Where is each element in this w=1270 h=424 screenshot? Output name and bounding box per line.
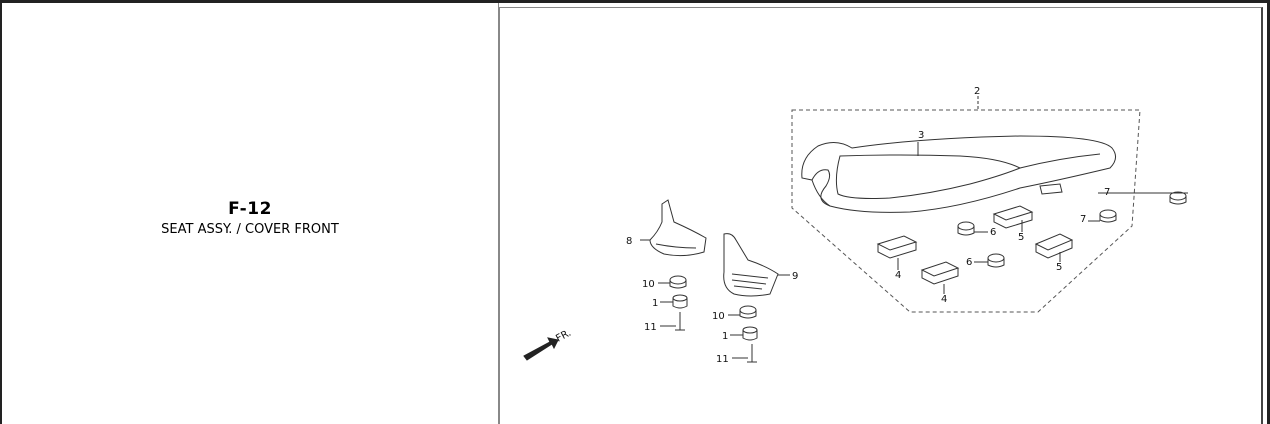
callout-1-b: 1 <box>722 331 728 342</box>
washer-10-b <box>728 305 757 319</box>
bolt-11-b <box>732 344 757 363</box>
callout-10-b: 10 <box>712 311 725 322</box>
front-direction-arrow <box>523 337 559 361</box>
figure-info-panel: F-12 SEAT ASSY. / COVER FRONT <box>2 3 499 424</box>
callout-8: 8 <box>626 236 632 247</box>
cover-9 <box>723 233 790 297</box>
front-indicator-label: FR. <box>554 328 573 345</box>
callout-6-a: 6 <box>990 227 996 238</box>
bracket-8 <box>640 199 707 257</box>
block-5-b <box>1034 233 1074 262</box>
callout-4-b: 4 <box>941 294 947 305</box>
cushion-6-b <box>974 253 1005 268</box>
callout-7-b: 7 <box>1080 214 1086 225</box>
bolt-11-a <box>660 312 685 331</box>
cushion-6-a <box>957 221 988 236</box>
washer-10-a <box>658 275 687 289</box>
exploded-parts-diagram: FR. 2 3 7 7 6 6 5 5 4 4 8 9 10 10 1 1 11… <box>523 86 1188 365</box>
parts-diagram-panel: FR. 2 3 7 7 6 6 5 5 4 4 8 9 10 10 1 1 11… <box>499 7 1263 424</box>
figure-title: SEAT ASSY. / COVER FRONT <box>161 222 339 237</box>
cushion-7-b <box>1088 209 1117 223</box>
callout-9: 9 <box>792 271 798 282</box>
block-4-a <box>876 235 918 270</box>
callout-2: 2 <box>974 86 980 97</box>
callout-5-b: 5 <box>1056 262 1062 273</box>
callout-4-a: 4 <box>895 270 901 281</box>
callout-6-b: 6 <box>966 257 972 268</box>
figure-code: F-12 <box>228 199 272 219</box>
callout-1-a: 1 <box>652 298 658 309</box>
collar-1-a <box>660 294 688 309</box>
seat-assembly <box>801 135 1116 213</box>
block-5-a <box>992 205 1034 232</box>
callout-11-a: 11 <box>644 322 657 333</box>
callout-5-a: 5 <box>1018 232 1024 243</box>
callout-7-a: 7 <box>1104 187 1110 198</box>
block-4-b <box>920 261 960 294</box>
collar-1-b <box>730 326 758 341</box>
callout-10-a: 10 <box>642 279 655 290</box>
callout-3: 3 <box>918 130 924 141</box>
cushion-7-a <box>1098 191 1188 205</box>
seat-assembly-boundary <box>791 109 1141 313</box>
callout-11-b: 11 <box>716 354 729 365</box>
